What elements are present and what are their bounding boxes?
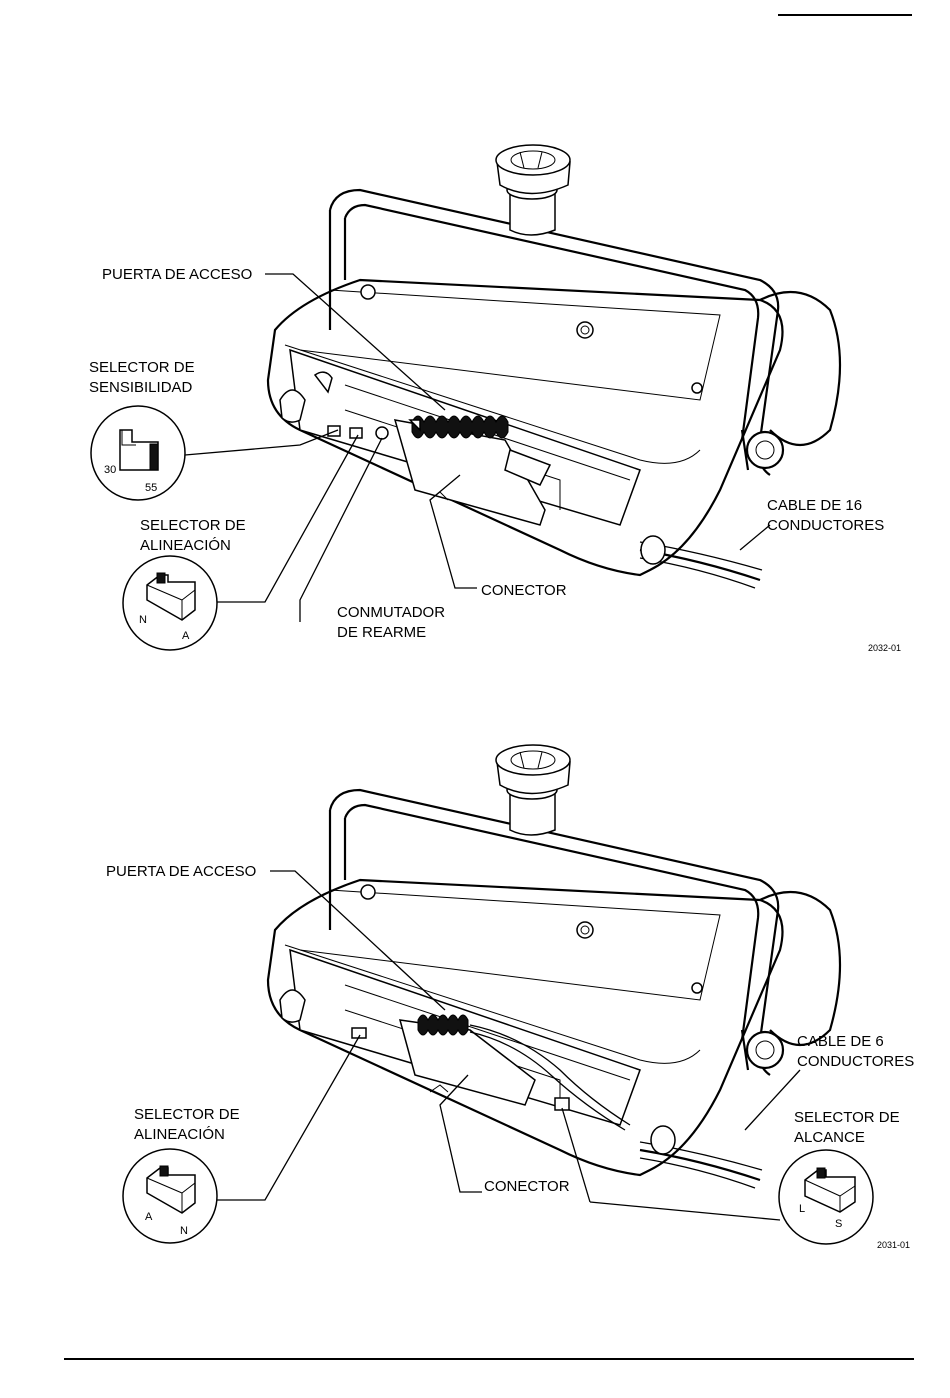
top-cable-label-1: CABLE DE 16 (767, 497, 862, 514)
top-reset-label-1: CONMUTADOR (337, 604, 445, 621)
sensitivity-selector-callout (91, 406, 185, 500)
top-access-door-label: PUERTA DE ACCESO (102, 266, 252, 283)
top-alignment-opt-a: N (139, 614, 147, 626)
top-sensitivity-label-1: SELECTOR DE (89, 359, 195, 376)
top-reset-label-2: DE REARME (337, 624, 426, 641)
bottom-cable-label-1: CABLE DE 6 (797, 1033, 884, 1050)
bottom-range-opt-a: L (799, 1203, 805, 1215)
detector-diagram-top: PUERTA DE ACCESO SELECTOR DE SENSIBILIDA… (0, 130, 950, 670)
top-sensitivity-label-2: SENSIBILIDAD (89, 379, 193, 396)
alignment-switch (350, 428, 362, 438)
bottom-access-door-label: PUERTA DE ACCESO (106, 863, 256, 880)
bottom-cable-label-2: CONDUCTORES (797, 1053, 914, 1070)
bottom-figure-id: 2031-01 (877, 1240, 910, 1250)
top-alignment-label-2: ALINEACIÓN (140, 537, 231, 554)
detector-housing (268, 145, 840, 588)
top-cable-label-2: CONDUCTORES (767, 517, 884, 534)
top-alignment-label-1: SELECTOR DE (140, 517, 246, 534)
bottom-alignment-label-1: SELECTOR DE (134, 1106, 240, 1123)
bottom-connector-label: CONECTOR (484, 1178, 570, 1195)
top-figure-id: 2032-01 (868, 643, 901, 653)
top-sensitivity-opt-b: 55 (145, 482, 157, 494)
range-selector-callout (779, 1150, 873, 1244)
alignment-selector-callout (123, 556, 217, 650)
reset-button (376, 427, 388, 439)
top-alignment-opt-b: A (182, 630, 190, 642)
bottom-alignment-opt-b: N (180, 1225, 188, 1237)
bottom-rule (64, 1358, 914, 1360)
detector-housing (268, 745, 840, 1188)
bottom-alignment-opt-a: A (145, 1211, 153, 1223)
bottom-range-label-2: ALCANCE (794, 1129, 865, 1146)
bottom-range-label-1: SELECTOR DE (794, 1109, 900, 1126)
alignment-selector-callout (123, 1149, 217, 1243)
top-connector-label: CONECTOR (481, 582, 567, 599)
top-rule (778, 14, 912, 16)
bottom-range-opt-b: S (835, 1218, 842, 1230)
detector-diagram-bottom: PUERTA DE ACCESO SELECTOR DE ALINEACIÓN … (0, 730, 950, 1260)
bottom-alignment-label-2: ALINEACIÓN (134, 1126, 225, 1143)
top-sensitivity-opt-a: 30 (104, 464, 116, 476)
